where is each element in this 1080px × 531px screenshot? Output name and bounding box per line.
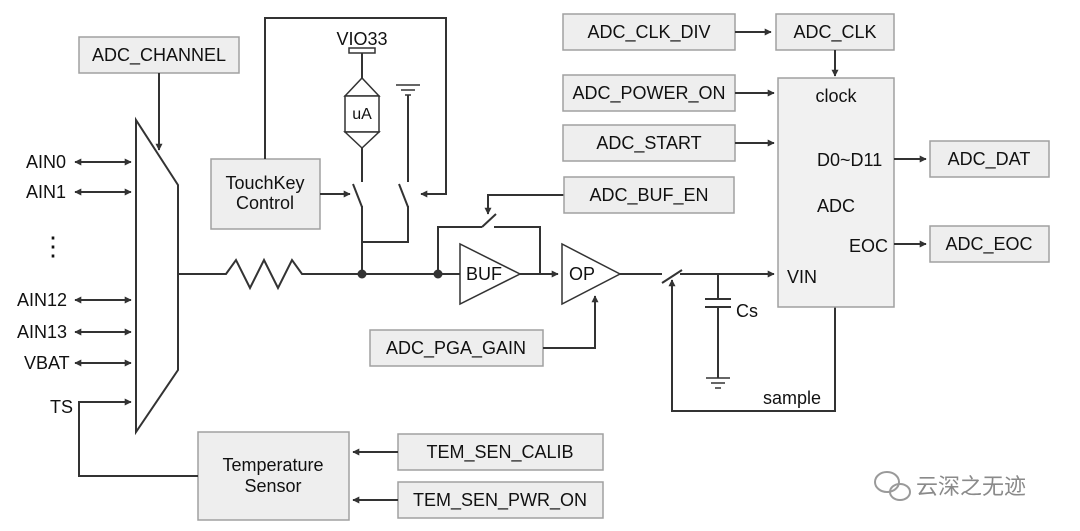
right-switch-blade (398, 183, 409, 208)
tem-sen-pwr-on-box (397, 481, 604, 519)
buf-label: BUF (466, 264, 502, 284)
input-ellipsis: ⋮ (40, 231, 66, 261)
current-source-label: uA (352, 106, 372, 123)
analog-mux (135, 116, 179, 436)
temperature-sensor-line2: Sensor (244, 476, 301, 496)
current-source-body (344, 95, 380, 133)
adc-eoc-label: ADC_EOC (945, 234, 1032, 255)
buf-amplifier (459, 242, 522, 306)
adc-power-on-label: ADC_POWER_ON (572, 83, 725, 104)
adc-start-label: ADC_START (596, 133, 701, 154)
adc-eoc-box (929, 225, 1050, 263)
adc-pga-gain-label: ADC_PGA_GAIN (386, 338, 526, 359)
touchkey-control-line1: TouchKey (225, 173, 304, 193)
right-switch-bottom-wire (362, 206, 409, 243)
current-source-top (343, 76, 381, 97)
input-label-ain0: AIN0 (26, 152, 66, 172)
adc-sample-label: sample (763, 388, 821, 408)
vio33-label: VIO33 (336, 29, 387, 49)
left-switch-blade (352, 183, 363, 208)
tem-sen-calib-box (397, 433, 604, 471)
input-label-ain13: AIN13 (17, 322, 67, 342)
tem-sen-calib-label: TEM_SEN_CALIB (426, 442, 573, 463)
buf-bypass-right-wire (494, 226, 541, 274)
adc-block (777, 77, 895, 308)
adc-block-name: ADC (817, 196, 855, 216)
cap-label: Cs (736, 301, 758, 321)
adc-start-box (562, 124, 736, 162)
adc-clk-label: ADC_CLK (793, 22, 876, 43)
touchkey-right-switch-arrow (264, 17, 447, 198)
adc-data-port: D0~D11 (817, 150, 882, 170)
input-label-ain12: AIN12 (17, 290, 67, 310)
current-source-bottom (343, 131, 381, 150)
op-amplifier (561, 242, 622, 306)
op-label: OP (569, 264, 595, 284)
adc-clock-port: clock (815, 86, 857, 106)
buf-bypass-switch-blade (481, 213, 497, 228)
touchkey-control-line2: Control (236, 193, 294, 213)
adc-clk-div-label: ADC_CLK_DIV (587, 22, 710, 43)
adc-pga-gain-arrow (543, 295, 599, 349)
adc-dat-box (929, 140, 1050, 178)
adc-channel-box (78, 36, 240, 74)
temperature-sensor-line1: Temperature (222, 455, 323, 475)
adc-eoc-port: EOC (849, 236, 888, 256)
input-resistor-wire (178, 257, 438, 291)
adc-channel-label: ADC_CHANNEL (92, 45, 226, 66)
input-label-vbat: VBAT (24, 353, 70, 373)
adc-buf-en-arrow (484, 194, 564, 215)
ts-feedback-wire (78, 398, 198, 477)
sample-control-wire (668, 279, 836, 412)
adc-clk-div-box (562, 13, 736, 51)
tem-sen-pwr-on-label: TEM_SEN_PWR_ON (413, 490, 587, 511)
watermark-text: 云深之无迹 (916, 475, 1026, 500)
adc-vin-port: VIN (787, 267, 817, 287)
sample-switch-blade (661, 269, 683, 284)
adc-buf-en-box (563, 176, 735, 214)
adc-dat-label: ADC_DAT (948, 149, 1031, 170)
input-label-ts: TS (50, 397, 73, 417)
vio33-rail (348, 47, 376, 54)
input-label-ain1: AIN1 (26, 182, 66, 202)
buf-bypass-left-wire (437, 226, 482, 274)
adc-buf-en-label: ADC_BUF_EN (589, 185, 708, 206)
wechat-icon (874, 471, 911, 501)
